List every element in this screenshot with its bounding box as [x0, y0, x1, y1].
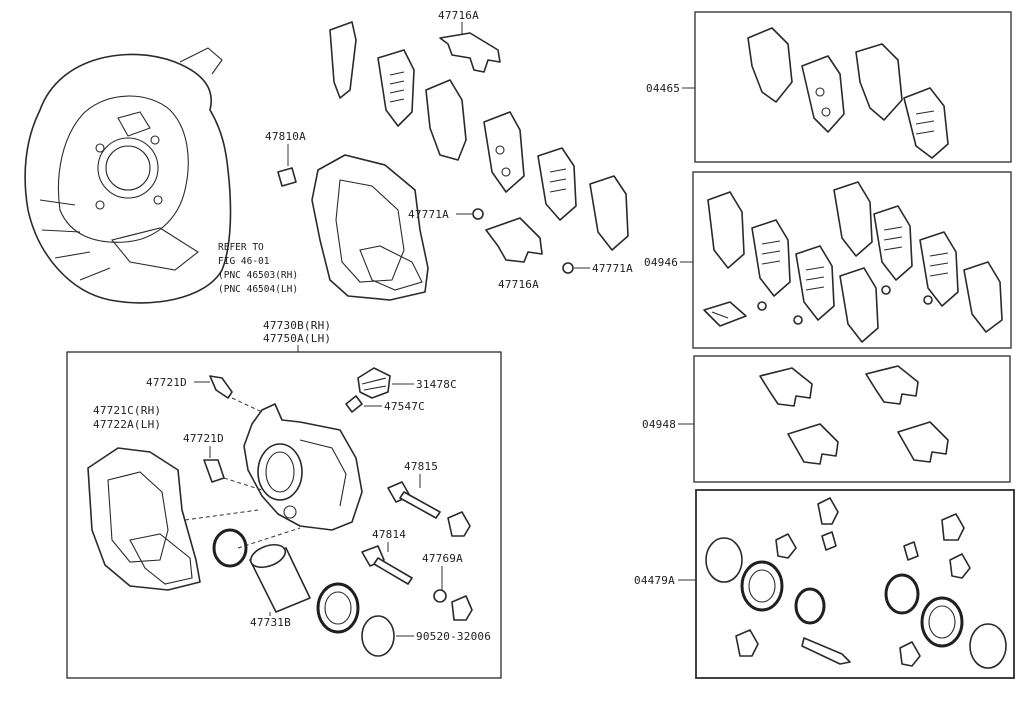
caliper-bracket-lower[interactable]	[87, 447, 201, 591]
label-47814: 47814	[372, 528, 406, 541]
part-47716a-clip-top[interactable]	[439, 32, 501, 73]
kit-box-04948	[693, 355, 1011, 483]
caliper-bracket-top[interactable]	[311, 154, 429, 301]
kit-box-04946	[692, 171, 1012, 349]
label-47810a: 47810A	[265, 130, 306, 143]
label-47721d-mid: 47721D	[183, 432, 224, 445]
kit-box-04479a	[695, 489, 1015, 679]
part-47771a-left[interactable]	[472, 208, 484, 220]
label-47771a-left: 47771A	[408, 208, 449, 221]
refer-line-1: REFER TO	[218, 242, 264, 253]
bleeder-47547c[interactable]	[345, 395, 363, 413]
refer-line-3: (PNC 46503(RH)	[218, 270, 298, 281]
label-47722a: 47722A(LH)	[93, 418, 161, 431]
kit-04948-clips[interactable]	[759, 365, 949, 465]
boot-31478c[interactable]	[357, 367, 391, 399]
label-47716a-mid: 47716A	[498, 278, 539, 291]
label-47769a: 47769A	[422, 552, 463, 565]
label-47721c: 47721C(RH)	[93, 404, 161, 417]
kit-04946-shims[interactable]	[703, 181, 1003, 343]
refer-line-2: FIG 46-01	[218, 256, 270, 267]
seal-piston-ring[interactable]	[212, 528, 248, 568]
caliper-body[interactable]	[243, 403, 363, 531]
caliper-assembly-box	[66, 351, 502, 679]
label-04465: 04465	[646, 82, 680, 95]
kit-04465-pads[interactable]	[747, 27, 949, 159]
label-31478c: 31478C	[416, 378, 457, 391]
label-47721d-top: 47721D	[146, 376, 187, 389]
label-47771a-right: 47771A	[592, 262, 633, 275]
label-47731b: 47731B	[250, 616, 291, 629]
kit-box-04465	[694, 11, 1012, 163]
brake-pad-set-top[interactable]	[329, 21, 629, 251]
pin-47814[interactable]	[361, 545, 413, 585]
label-04479a: 04479A	[634, 574, 675, 587]
piston-boot-ring[interactable]	[316, 582, 360, 634]
label-90520: 90520-32006	[416, 630, 491, 643]
bolt-47721d-mid[interactable]	[203, 459, 225, 483]
bolt-47721d-top[interactable]	[209, 375, 233, 399]
kit-04479a-seals[interactable]	[705, 497, 1007, 669]
part-47716a-clip-mid[interactable]	[485, 217, 543, 263]
bolt-47810a[interactable]	[277, 167, 297, 187]
label-04948: 04948	[642, 418, 676, 431]
o-ring-90520[interactable]	[361, 615, 395, 657]
refer-line-4: (PNC 46504(LH)	[218, 284, 298, 295]
part-47771a-right[interactable]	[562, 262, 574, 274]
boot-47815[interactable]	[447, 511, 471, 537]
piston-47731b[interactable]	[248, 540, 311, 613]
label-47750a: 47750A(LH)	[263, 332, 331, 345]
dust-shield[interactable]	[24, 47, 232, 304]
pin-47815[interactable]	[387, 481, 441, 519]
label-47815: 47815	[404, 460, 438, 473]
label-04946: 04946	[644, 256, 678, 269]
label-47716a-top: 47716A	[438, 9, 479, 22]
label-47547c: 47547C	[384, 400, 425, 413]
boot-47769a[interactable]	[433, 589, 473, 621]
label-47730b: 47730B(RH)	[263, 319, 331, 332]
